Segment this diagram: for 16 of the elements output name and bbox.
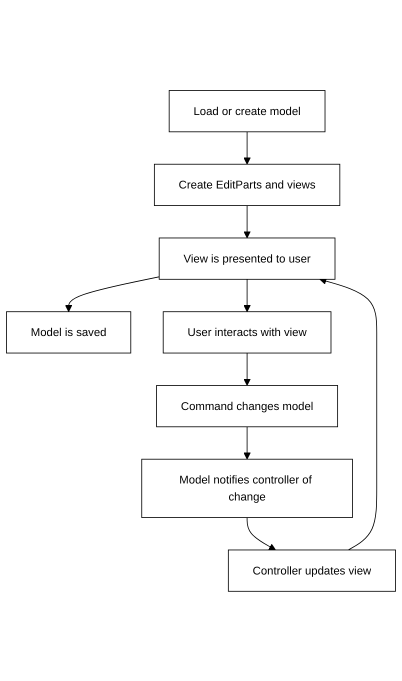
arrow xyxy=(244,131,251,164)
node-box: Load or create model xyxy=(168,90,326,132)
node-box: Controller updates view xyxy=(228,549,396,592)
arrow xyxy=(244,278,251,312)
arrow xyxy=(244,426,251,460)
arrow xyxy=(65,276,160,312)
arrow xyxy=(319,277,378,550)
node-box: Create EditParts and views xyxy=(154,163,340,206)
arrow xyxy=(244,352,251,386)
node-box: User interacts with view xyxy=(162,310,332,354)
node-box: Command changes model xyxy=(156,384,338,427)
node-box: Model is saved xyxy=(6,310,132,354)
node-box: Model notifies controller of change xyxy=(141,458,353,518)
arrow xyxy=(244,204,251,238)
arrow xyxy=(246,516,276,550)
node-box: View is presented to user xyxy=(158,237,336,280)
